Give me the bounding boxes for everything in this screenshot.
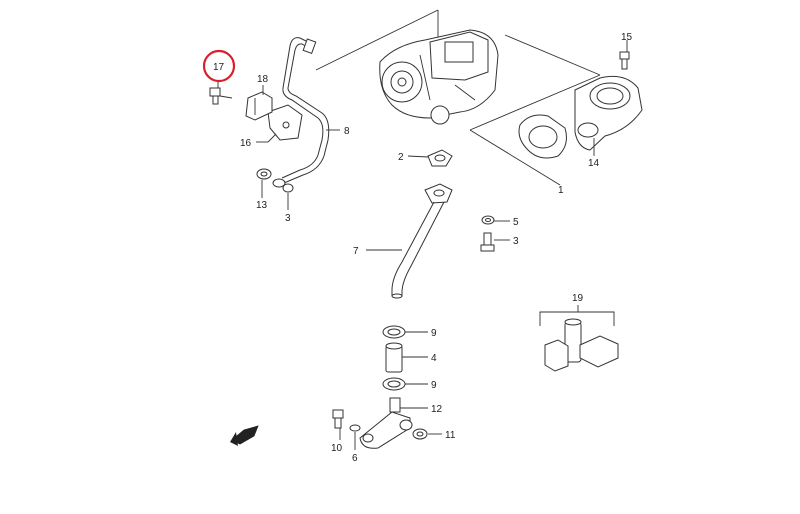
bolt-15 [619,51,630,70]
callout-19: 19 [572,293,584,304]
callout-7: 7 [353,246,359,257]
callout-labels: 1 2 3 3 4 5 6 7 8 9 9 10 11 12 13 14 15 … [213,32,633,464]
elbow-gasket [518,114,567,159]
callout-3-left: 3 [285,213,291,224]
callout-9-upper: 9 [431,328,437,339]
hose-4 [385,342,403,373]
oil-inlet-pipe [281,37,330,184]
oil-return-pipe [391,183,453,299]
callout-8: 8 [344,126,350,137]
callout-4: 4 [431,353,437,364]
o-ring-11 [412,428,428,440]
hose-clamp-9-lower [382,377,406,391]
washer-13 [256,168,272,180]
callout-14: 14 [588,158,600,169]
bolt-10 [332,409,344,429]
callout-2: 2 [398,152,404,163]
washer-3-left [272,178,294,193]
front-arrow-icon [230,425,259,446]
callout-3-right: 3 [513,236,519,247]
callout-13: 13 [256,200,268,211]
callout-17: 17 [213,62,225,73]
callout-10: 10 [331,443,343,454]
callout-16: 16 [240,138,252,149]
callout-11: 11 [445,430,456,441]
callout-9-lower: 9 [431,380,437,391]
turbocharger [315,9,601,186]
bracket-16 [267,104,303,141]
kit-19 [539,305,619,372]
washer-6 [349,424,361,432]
callout-18: 18 [257,74,269,85]
bolt-3-right [480,232,495,252]
bolt-17 [209,87,233,105]
union-12 [359,397,413,449]
callout-5: 5 [513,217,519,228]
highlight-circle [202,49,236,83]
exhaust-elbow [574,75,643,151]
washer-5 [481,215,495,225]
gasket-2 [427,149,453,167]
callout-12: 12 [431,404,443,415]
leader-lines [217,40,628,450]
callout-6: 6 [352,453,358,464]
callout-1: 1 [558,185,564,196]
clamp-18 [245,91,273,121]
hose-clamp-9-upper [382,325,406,339]
callout-15: 15 [621,32,633,43]
